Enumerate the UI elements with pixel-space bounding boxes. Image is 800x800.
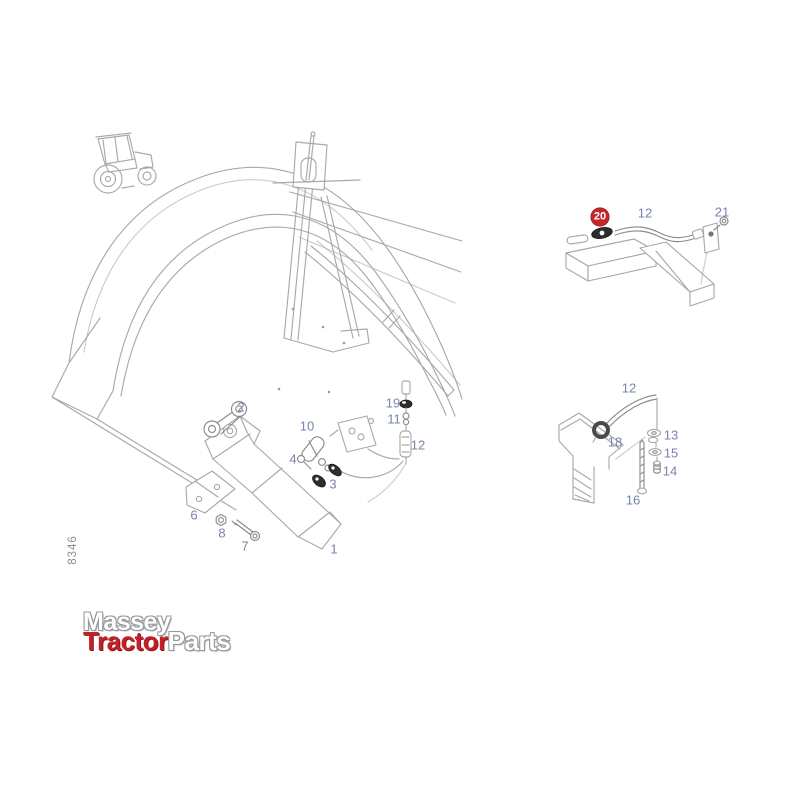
drawing-number: 8346 bbox=[67, 535, 79, 565]
support-rails bbox=[304, 240, 461, 397]
chassis-lines bbox=[272, 179, 463, 304]
detail-top-right-view bbox=[565, 216, 729, 307]
logo-word-massey: Massey bbox=[83, 608, 171, 636]
cable-rod-part12 bbox=[614, 226, 705, 243]
main-view bbox=[51, 131, 463, 550]
mount-bracket bbox=[558, 412, 624, 504]
bracket-part6 bbox=[185, 470, 236, 514]
nut-part8 bbox=[215, 513, 227, 527]
tractor-icon bbox=[93, 132, 157, 194]
mast-structure bbox=[283, 131, 370, 353]
clips-part3 bbox=[312, 463, 342, 488]
support-bracket-part1 bbox=[204, 415, 342, 550]
washer-part15 bbox=[648, 448, 662, 456]
clamp-part20-highlighted bbox=[591, 227, 613, 239]
logo-word-parts: Parts bbox=[167, 626, 231, 656]
fender-outline bbox=[51, 166, 463, 511]
logo-word-tractor: Tractor bbox=[83, 626, 168, 656]
cable-end-ferrule bbox=[566, 234, 589, 245]
grommet-part18 bbox=[592, 421, 610, 443]
support-beam bbox=[565, 238, 715, 307]
latch-part10 bbox=[301, 436, 332, 472]
washer-part13 bbox=[646, 428, 662, 444]
screw-part4 bbox=[296, 454, 312, 470]
massey-tractorparts-logo: Massey TractorParts bbox=[83, 608, 231, 656]
bolt-part16 bbox=[636, 439, 648, 495]
frame-plate bbox=[329, 415, 377, 453]
bracket-bolt-part21 bbox=[700, 216, 729, 285]
screw-part14 bbox=[653, 460, 661, 474]
fastener-chain-19-11-12 bbox=[399, 380, 413, 465]
detail-mid-right-view bbox=[558, 394, 662, 504]
cable-lines bbox=[331, 448, 406, 503]
bolt-part7 bbox=[231, 519, 261, 542]
link-part2 bbox=[203, 400, 248, 438]
highlight-badge-part-20[interactable]: 20 bbox=[590, 207, 610, 227]
rivet-dots bbox=[277, 307, 346, 394]
